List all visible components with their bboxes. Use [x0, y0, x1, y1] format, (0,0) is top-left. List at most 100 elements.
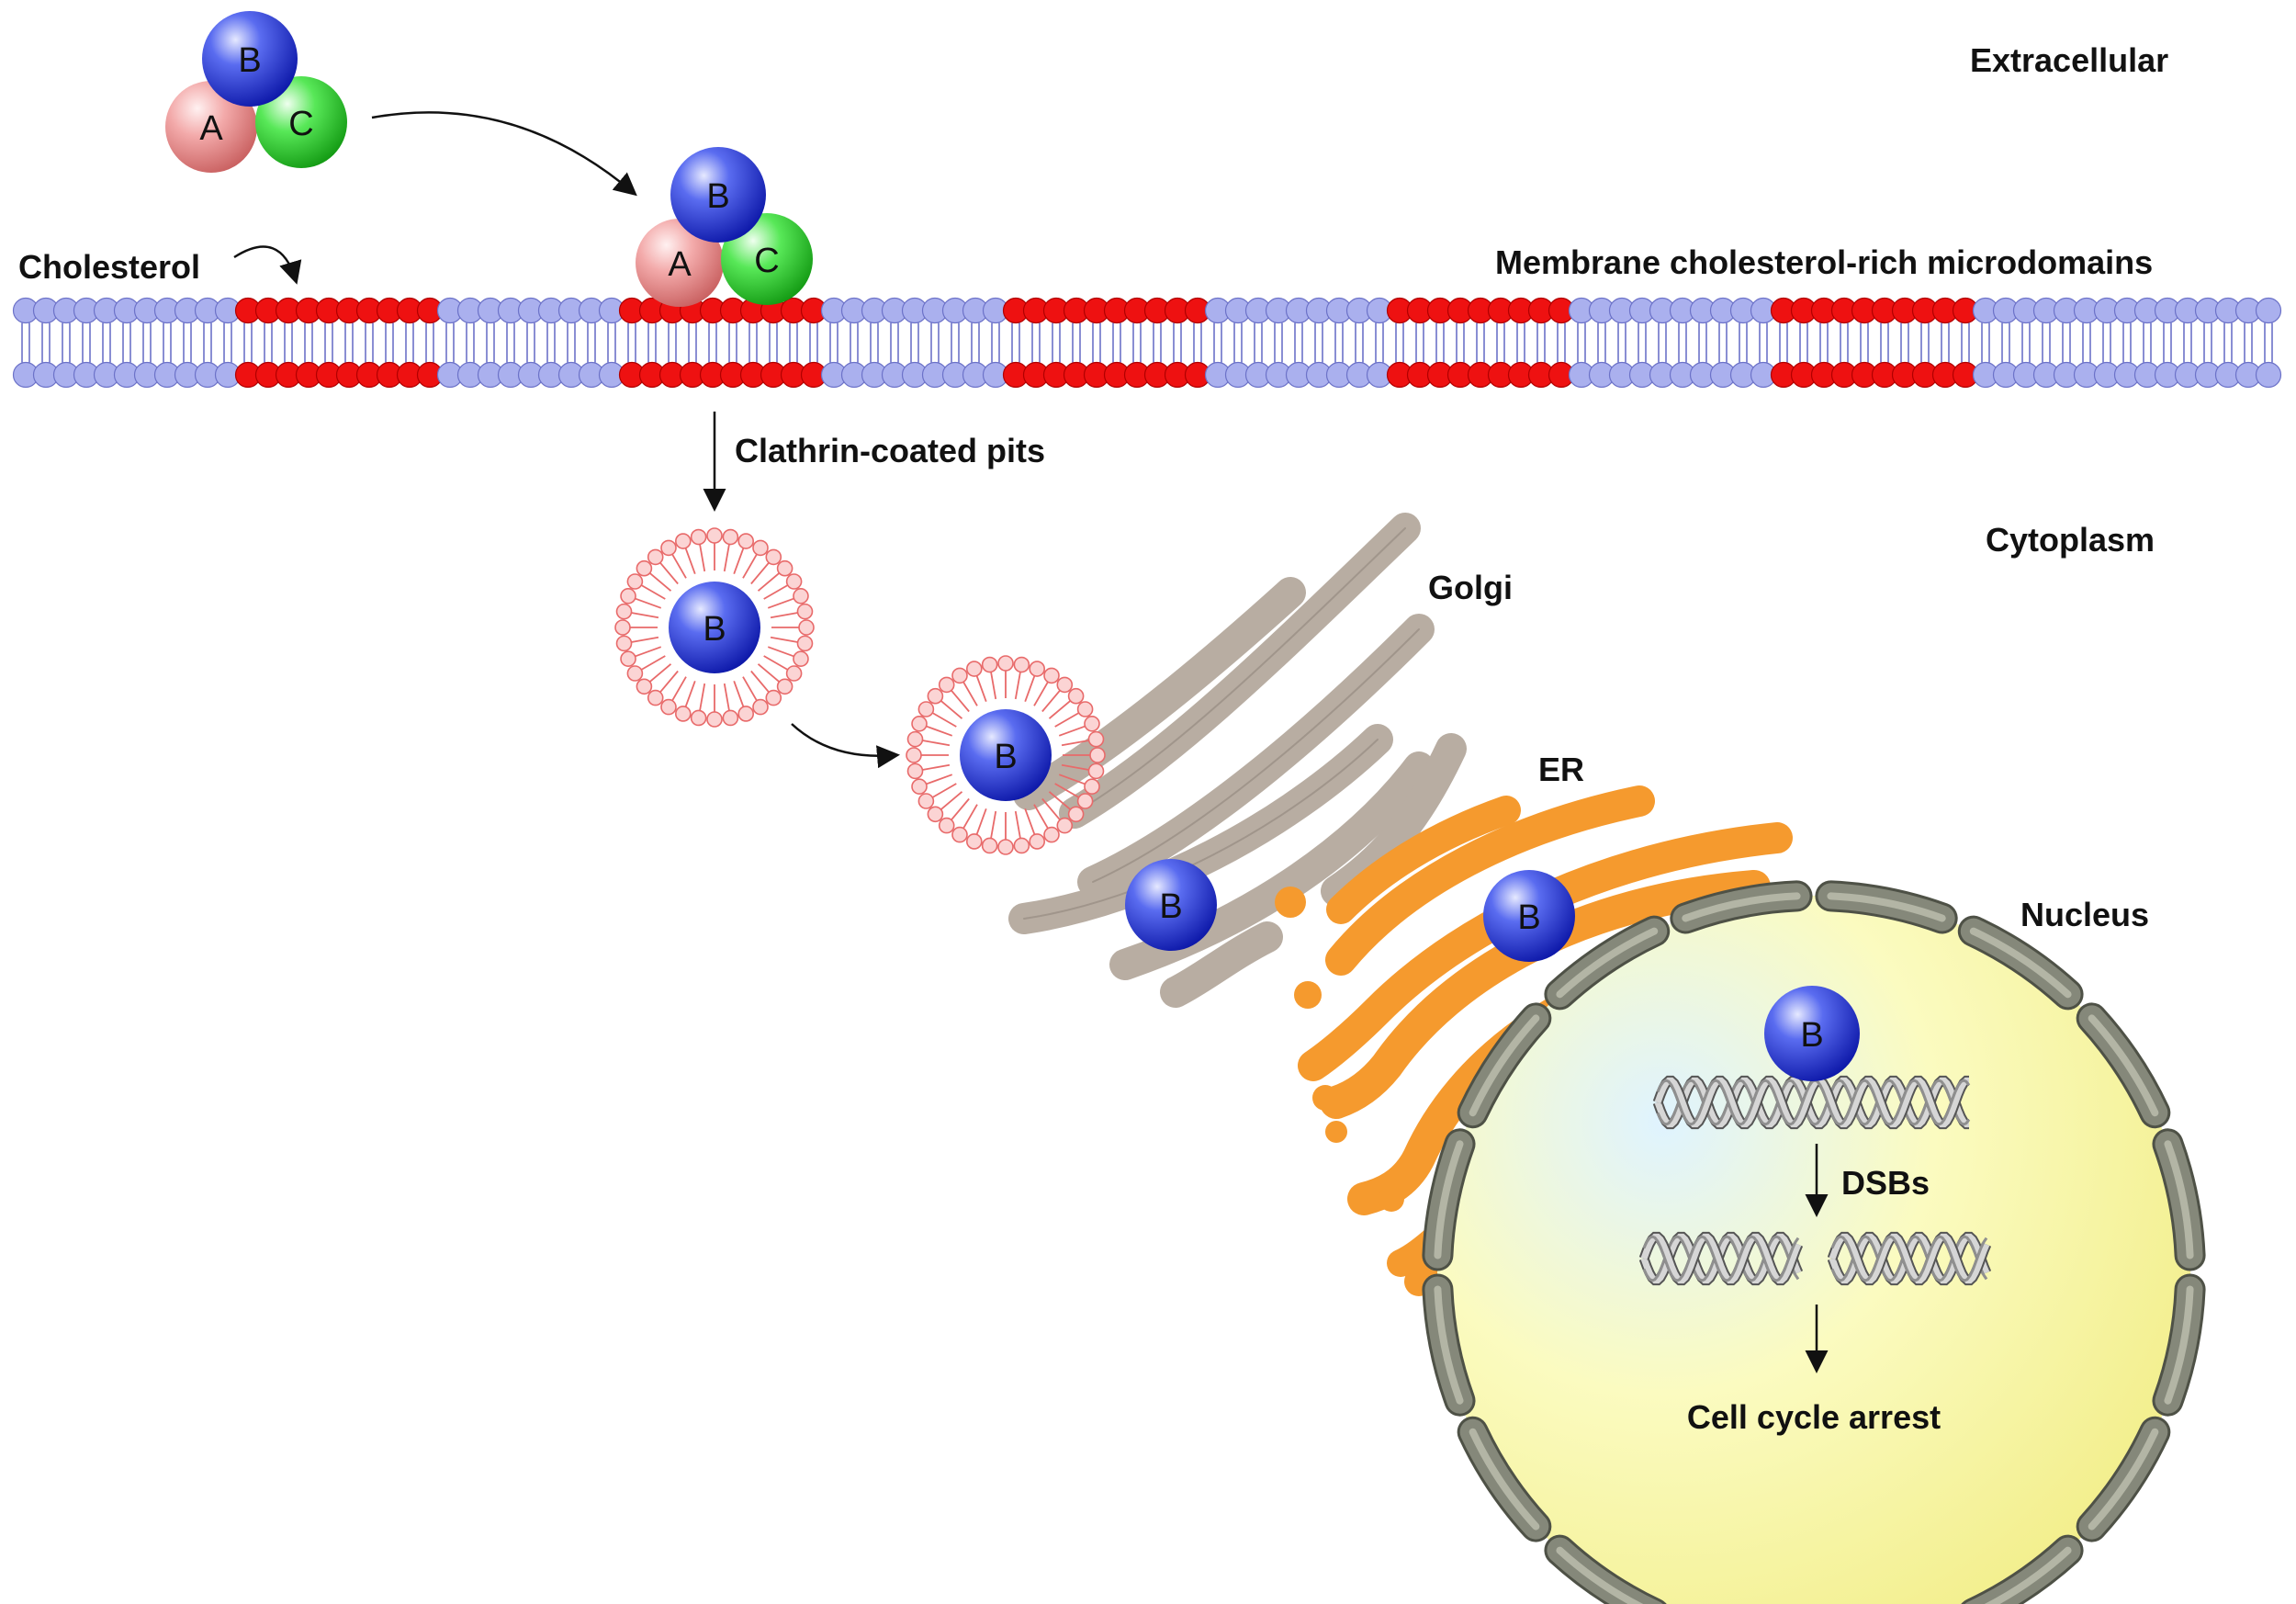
- vesicle-lipid-head: [776, 678, 793, 695]
- vesicle-lipid-head: [981, 837, 998, 854]
- vesicle-lipid-tail: [951, 797, 970, 821]
- vesicle-lipid-head: [1067, 687, 1085, 705]
- vesicle-lipid-head: [785, 573, 803, 590]
- vesicle-lipid-head: [722, 528, 739, 546]
- nuclear-envelope-highlight: [1469, 1428, 1540, 1531]
- nuclear-envelope-highlight: [1827, 892, 1946, 922]
- toxin-complex-free: A C B: [165, 11, 347, 173]
- vesicle-lipid-tail: [1024, 675, 1036, 703]
- vesicle-lipid-tail: [1014, 672, 1021, 700]
- vesicle-lipid-head: [1056, 676, 1074, 694]
- vesicle-lipid-head: [615, 635, 633, 652]
- vesicle-lipid-tail: [635, 646, 662, 658]
- vesicle-lipid-head: [706, 527, 723, 544]
- vesicle-lipid-tail: [770, 636, 798, 643]
- vesicle-lipid-tail: [733, 548, 745, 575]
- vesicle-lipid-head: [1067, 806, 1085, 823]
- vesicle-lipid-tail: [940, 700, 963, 719]
- vesicle-lipid-tail: [926, 725, 953, 737]
- dna-helix-intact: [1652, 1075, 1971, 1130]
- label-nucleus: Nucleus: [2020, 896, 2149, 933]
- dna-strand-shade: [1656, 1079, 1971, 1126]
- subunit-b-sphere: [669, 582, 760, 673]
- vesicle-lipid-head: [620, 587, 636, 604]
- label-dsbs: DSBs: [1841, 1164, 1930, 1202]
- vesicle-lipid-tail: [640, 584, 666, 600]
- subunit-b-label: B: [1517, 898, 1540, 937]
- vesicle-lipid-tail: [671, 676, 687, 702]
- vesicle-lipid-tail: [1041, 689, 1061, 713]
- er-vesicles: [1275, 887, 1404, 1212]
- vesicle-lipid-tail: [922, 763, 951, 771]
- vesicle-lipid-tail: [990, 810, 997, 839]
- vesicle-lipid-head: [1087, 762, 1105, 780]
- subunit-b-sphere: [1483, 870, 1575, 962]
- vesicle-lipid-tail: [757, 663, 781, 683]
- label-er: ER: [1538, 751, 1584, 788]
- vesicle-lipid-tail: [699, 544, 706, 572]
- label-microdomains: Membrane cholesterol-rich microdomains: [1495, 243, 2153, 281]
- binding-arrow: [371, 111, 637, 197]
- vesicle-lipid-head: [706, 711, 723, 728]
- subunit-b-label: B: [994, 738, 1017, 776]
- vesicle-lipid-head: [793, 587, 809, 604]
- vesicle-lipid-tail: [684, 680, 696, 707]
- vesicle-lipid-tail: [1048, 791, 1072, 810]
- vesicle-lipid-head: [981, 656, 998, 673]
- vesicle-lipid-tail: [742, 676, 758, 702]
- nuclear-envelope-highlight: [1434, 1285, 1464, 1405]
- vesicle-lipid-tail: [926, 774, 953, 785]
- subunit-b-label: B: [703, 610, 726, 649]
- vesicle-lipid-tail: [922, 740, 951, 747]
- subunit-b-sphere: [1125, 859, 1217, 951]
- vesicle-lipid-head: [1084, 778, 1100, 796]
- toxin-complex-bound: A C B: [636, 147, 813, 307]
- vesicle-lipid-head: [927, 687, 944, 705]
- subunit-c-label: C: [754, 242, 779, 280]
- nuclear-envelope-highlight: [1556, 927, 1659, 999]
- vesicle-lipid-head: [752, 698, 769, 716]
- vesicle-lipid-tail: [659, 670, 679, 694]
- vesicle-lipid-head: [626, 665, 644, 682]
- vesicle-lipid-head: [965, 661, 983, 677]
- vesicle-lipid-head: [965, 833, 983, 850]
- vesicle-lipid-head: [737, 533, 755, 549]
- vesicle-lipid-head: [647, 689, 664, 706]
- er-sheet: [1298, 822, 1793, 1081]
- subunit-b-label: B: [1159, 887, 1182, 926]
- vesicle-lipid-head: [785, 665, 803, 682]
- vesicle-lipid-head: [1029, 833, 1046, 850]
- vesicle-lipid-tail: [951, 689, 970, 713]
- vesicle-lipid-tail: [733, 680, 745, 707]
- subunit-a-label: A: [199, 109, 223, 148]
- vesicle-lipid-tail: [763, 655, 789, 671]
- vesicle-lipid-head: [1084, 715, 1100, 732]
- vesicle-lipid-tail: [757, 572, 781, 592]
- vesicle-lipid-tail: [1054, 712, 1080, 728]
- vesicle-lipid-head: [626, 573, 644, 590]
- clathrin-vesicle: [614, 527, 815, 728]
- subunit-c-sphere: [721, 213, 813, 305]
- vesicle-lipid-head: [1087, 730, 1105, 748]
- vesicle-lipid-tail: [648, 663, 672, 683]
- subunit-c-sphere: [255, 76, 347, 168]
- nuclear-envelope-highlight: [2088, 1428, 2159, 1531]
- vesicle-lipid-head: [660, 539, 677, 557]
- vesicle-lipid-head: [765, 689, 782, 706]
- vesicle-lipid-head: [636, 559, 653, 577]
- nuclear-envelope-highlight: [1969, 927, 2072, 999]
- vesicle-lipid-tail: [1033, 681, 1049, 706]
- vesicle-lipid-tail: [1058, 774, 1086, 785]
- er-sheet: [1320, 870, 1771, 1119]
- vesicle-lipid-head: [660, 698, 677, 716]
- vesicle-lipid-head: [1089, 747, 1106, 763]
- vesicle-lipid-tail: [767, 646, 794, 658]
- vesicle-lipid-head: [752, 539, 769, 557]
- vesicle-lipid-tail: [684, 548, 696, 575]
- vesicle-lipid-tail: [770, 612, 798, 619]
- vesicle-lipid-tail: [699, 683, 706, 711]
- vesicle-lipid-tail: [767, 597, 794, 609]
- vesicle-lipid-tail: [1054, 783, 1080, 798]
- vesicle-lipid-tail: [750, 561, 770, 585]
